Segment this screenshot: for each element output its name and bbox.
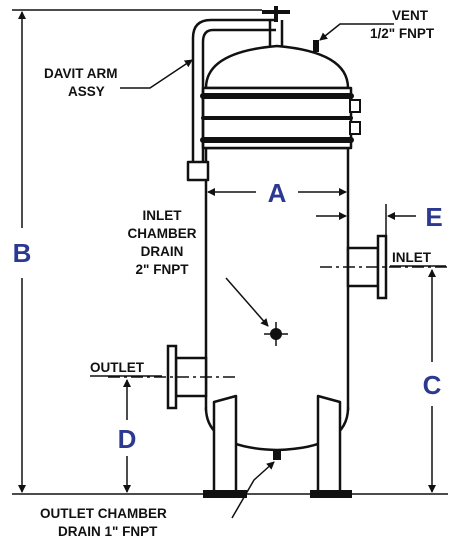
- outlet-chamber-drain-fitting: [273, 450, 281, 460]
- dimension-a-label: A: [268, 178, 287, 208]
- vent-label-line1: VENT: [392, 8, 429, 23]
- dimension-c-label: C: [423, 370, 442, 400]
- davit-arm: [191, 18, 276, 162]
- inlet-label: INLET: [392, 250, 432, 265]
- outlet-drain-leader: [231, 461, 275, 519]
- inlet-drain-label-line3: DRAIN: [141, 244, 184, 259]
- outlet-drain-label-line2: DRAIN 1" FNPT: [58, 524, 158, 539]
- outlet-drain-label-line1: OUTLET CHAMBER: [40, 506, 167, 521]
- right-leg: [316, 394, 342, 494]
- davit-handle: [262, 6, 290, 22]
- inlet-drain-label-line1: INLET: [143, 208, 183, 223]
- vessel-lid: [204, 44, 350, 90]
- dimension-b-label: B: [13, 238, 32, 268]
- dimension-e-label: E: [425, 202, 442, 232]
- vent-label-line2: 1/2" FNPT: [370, 26, 435, 41]
- inlet-drain-label-line2: CHAMBER: [128, 226, 197, 241]
- dimension-d-label: D: [118, 424, 137, 454]
- inlet-drain-label-line4: 2" FNPT: [136, 262, 190, 277]
- clamp-knob: [349, 99, 361, 113]
- davit-arm-label-line1: DAVIT ARM: [44, 66, 118, 81]
- clamp-knob: [349, 121, 361, 135]
- davit-arm-collar: [186, 160, 210, 182]
- davit-arm-label-line2: ASSY: [68, 84, 105, 99]
- inlet-drain-leader: [225, 277, 269, 327]
- vent-leader: [319, 23, 394, 41]
- outlet-label: OUTLET: [90, 360, 145, 375]
- davit-leader: [120, 59, 193, 89]
- left-leg: [212, 394, 238, 494]
- davit-hanger: [268, 20, 284, 46]
- vent-fitting: [313, 40, 319, 52]
